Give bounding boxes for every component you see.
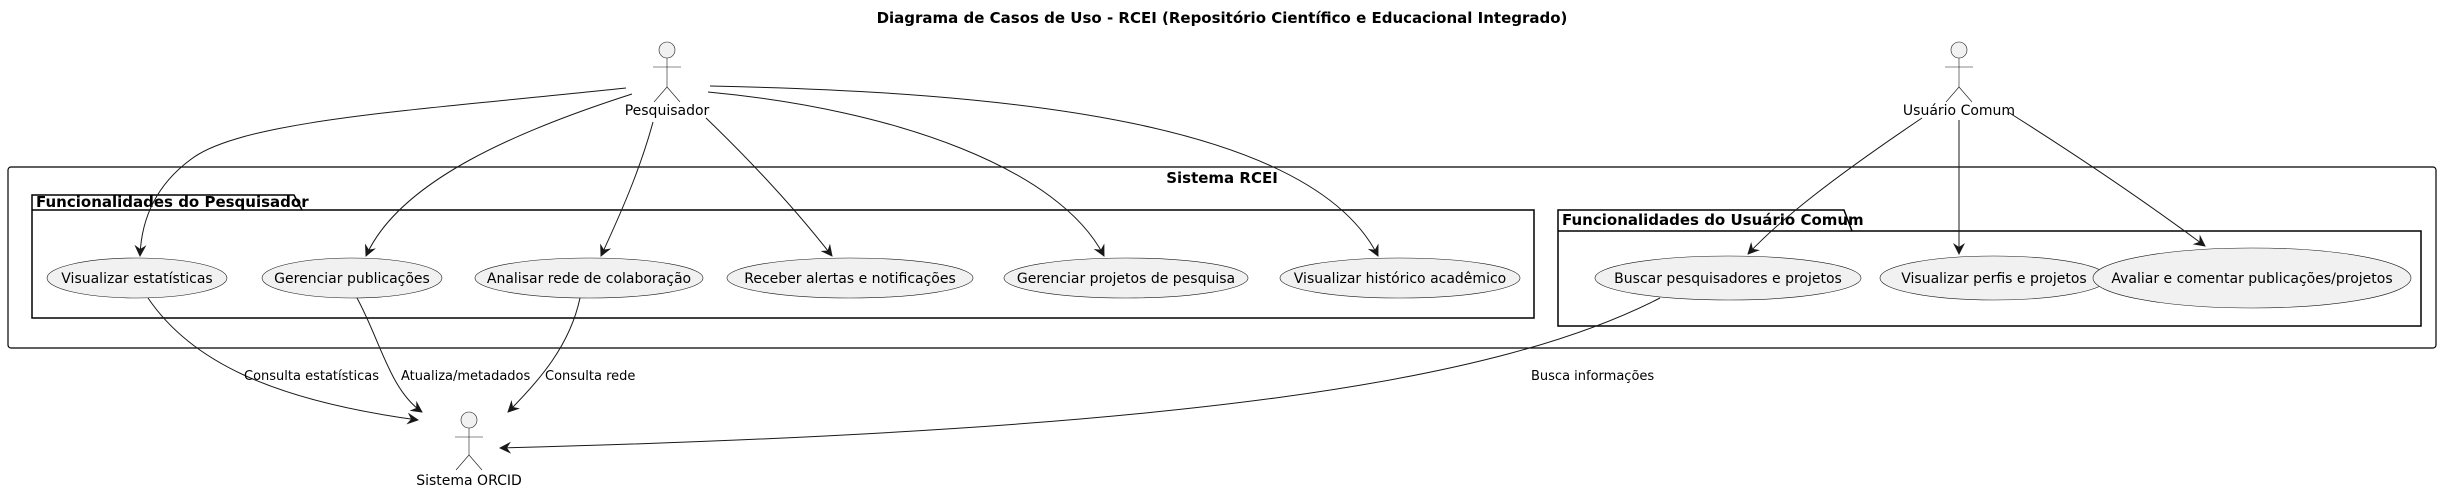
edge-label-consulta-rede: Consulta rede (545, 369, 635, 384)
use-case-gerenciar-publicacoes[interactable]: Gerenciar publicações (261, 257, 443, 299)
edge-label-busca-informacoes: Busca informações (1531, 369, 1654, 384)
use-case-visualizar-historico[interactable]: Visualizar histórico acadêmico (1279, 257, 1521, 299)
edge-pesquisador-analisar-rede (600, 121, 654, 257)
package-pesquisador-title: Funcionalidades do Pesquisador (36, 193, 309, 211)
use-case-gerenciar-projetos[interactable]: Gerenciar projetos de pesquisa (1003, 257, 1249, 299)
use-case-avaliar-comentar[interactable]: Avaliar e comentar publicações/projetos (2092, 247, 2412, 309)
actor-usuario-comum[interactable]: Usuário Comum (1903, 41, 2015, 119)
actor-sistema-orcid[interactable]: Sistema ORCID (416, 411, 522, 489)
edge-pesquisador-gerenciar-projetos (707, 91, 1105, 257)
edge-usuario-buscar-pesquisadores (1747, 117, 1923, 255)
use-case-visualizar-perfis[interactable]: Visualizar perfis e projetos (1879, 255, 2109, 301)
use-case-label: Gerenciar publicações (274, 271, 430, 287)
use-case-label: Gerenciar projetos de pesquisa (1017, 271, 1235, 287)
edge-rede-orcid (507, 297, 581, 413)
package-usuario (1557, 209, 2422, 327)
use-case-label: Receber alertas e notificações (744, 271, 956, 287)
use-case-buscar-pesquisadores[interactable]: Buscar pesquisadores e projetos (1594, 255, 1862, 301)
edge-pesquisador-visualizar-historico (709, 85, 1379, 257)
edge-buscar-orcid (499, 297, 1661, 454)
actor-head (658, 41, 676, 59)
actor-head (460, 411, 478, 429)
system-title: Sistema RCEI (1166, 169, 1278, 187)
diagram-title: Diagrama de Casos de Uso - RCEI (Reposit… (877, 9, 1568, 27)
actor-label: Usuário Comum (1903, 103, 2015, 119)
edge-pesquisador-visualizar-estatisticas (134, 87, 627, 257)
actor-label: Sistema ORCID (416, 473, 522, 489)
edge-pesquisador-receber-alertas (705, 117, 833, 257)
use-case-label: Visualizar estatísticas (61, 271, 212, 287)
use-case-label: Visualizar histórico acadêmico (1294, 271, 1506, 287)
actor-pesquisador[interactable]: Pesquisador (625, 41, 710, 119)
actor-head (1950, 41, 1968, 59)
edge-usuario-avaliar-comentar (2007, 111, 2206, 247)
actor-label: Pesquisador (625, 103, 710, 119)
use-case-label: Avaliar e comentar publicações/projetos (2111, 271, 2392, 287)
edge-publicacoes-orcid (356, 297, 423, 413)
use-case-receber-alertas[interactable]: Receber alertas e notificações (726, 257, 974, 299)
edge-label-consulta-estatisticas: Consulta estatísticas (244, 369, 379, 384)
edge-estatisticas-orcid (147, 297, 419, 425)
system-boundary (7, 166, 2437, 349)
use-case-visualizar-estatisticas[interactable]: Visualizar estatísticas (46, 257, 228, 299)
package-usuario-title: Funcionalidades do Usuário Comum (1562, 211, 1864, 229)
use-case-analisar-rede[interactable]: Analisar rede de colaboração (474, 257, 704, 299)
use-case-label: Visualizar perfis e projetos (1901, 271, 2086, 287)
package-pesquisador (31, 194, 1535, 319)
edge-pesquisador-gerenciar-publicacoes (365, 93, 633, 257)
edge-label-atualiza-metadados: Atualiza/metadados (401, 369, 531, 384)
use-case-label: Buscar pesquisadores e projetos (1614, 271, 1842, 287)
use-case-label: Analisar rede de colaboração (487, 271, 691, 287)
